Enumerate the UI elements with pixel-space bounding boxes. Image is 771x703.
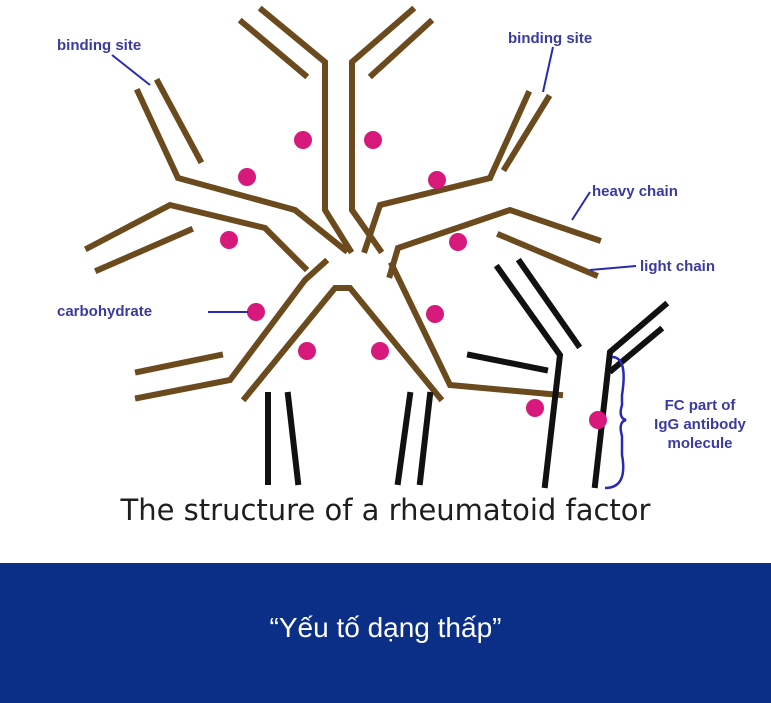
heavy-chain-top-left bbox=[257, 5, 355, 255]
light-chain-lower-left bbox=[134, 351, 224, 376]
carbohydrate-dot bbox=[371, 342, 389, 360]
label-light-chain: light chain bbox=[640, 258, 715, 275]
title-banner: “Yếu tố dạng thấp” bbox=[0, 563, 771, 703]
heavy-chain-top-right bbox=[349, 5, 417, 255]
light-chain-upper-right bbox=[500, 93, 553, 173]
label-binding-site-right: binding site bbox=[508, 30, 593, 47]
diagram-caption: The structure of a rheumatoid factor bbox=[120, 493, 651, 527]
light-chain-left bbox=[94, 226, 194, 274]
banner-title: “Yếu tố dạng thấp” bbox=[269, 612, 502, 643]
carbohydrate-dot bbox=[238, 168, 256, 186]
heavy-chain-right bbox=[386, 206, 602, 279]
leader-binding-site-right bbox=[542, 46, 554, 93]
light-chain-right bbox=[496, 231, 599, 279]
carbohydrate-dot bbox=[298, 342, 316, 360]
carbohydrate-dot bbox=[526, 399, 544, 417]
light-chain-upper-left bbox=[153, 77, 205, 165]
label-binding-site-left: binding site bbox=[57, 37, 142, 54]
rheumatoid-factor-diagram: binding site binding site heavy chain li… bbox=[57, 5, 770, 527]
carbohydrate-dot bbox=[426, 305, 444, 323]
heavy-chain-lower-right bbox=[387, 260, 564, 399]
carbohydrate-dot bbox=[220, 231, 238, 249]
heavy-chain-upper-left bbox=[134, 88, 350, 255]
igg-light-chain-left bbox=[284, 391, 302, 486]
diagram-drawing bbox=[83, 5, 670, 490]
heavy-chain-lower-left bbox=[134, 257, 330, 402]
label-heavy-chain: heavy chain bbox=[592, 183, 678, 200]
heavy-chain-left bbox=[83, 201, 310, 273]
igg-fc-light-chain-lower bbox=[466, 351, 549, 374]
label-leader-lines bbox=[111, 46, 637, 490]
carbohydrate-dot bbox=[364, 131, 382, 149]
label-fc-part-line-1: FC part of bbox=[664, 397, 736, 414]
igg-antibody-chains bbox=[265, 257, 670, 489]
igg-fc-light-chain-right bbox=[607, 325, 665, 375]
rheumatoid-factor-chains bbox=[83, 5, 602, 403]
heavy-chain-upper-right bbox=[361, 90, 532, 254]
label-fc-part: FC part of IgG antibody molecule bbox=[630, 396, 770, 453]
carbohydrate-dot bbox=[449, 233, 467, 251]
igg-fc-heavy-chain-left bbox=[493, 263, 564, 489]
igg-fc-heavy-chain-right bbox=[591, 300, 670, 489]
light-chain-top-right bbox=[367, 17, 435, 80]
carbohydrate-dot bbox=[428, 171, 446, 189]
label-fc-part-line-2: IgG antibody bbox=[654, 416, 746, 433]
leader-heavy-chain bbox=[571, 191, 591, 221]
igg-heavy-chain-middle bbox=[394, 391, 414, 486]
leader-binding-site-left bbox=[111, 54, 151, 86]
light-chain-top-left bbox=[237, 17, 310, 80]
fc-bracket bbox=[604, 355, 627, 490]
carbohydrate-markers bbox=[220, 131, 607, 429]
igg-light-chain-middle bbox=[416, 391, 434, 486]
igg-fc-light-chain-left bbox=[515, 257, 583, 350]
label-fc-part-line-3: molecule bbox=[667, 435, 733, 452]
carbohydrate-dot bbox=[247, 303, 265, 321]
carbohydrate-dot bbox=[589, 411, 607, 429]
carbohydrate-dot bbox=[294, 131, 312, 149]
label-carbohydrate: carbohydrate bbox=[57, 303, 153, 320]
heavy-chain-lower-middle bbox=[240, 285, 445, 403]
leader-light-chain bbox=[589, 265, 637, 271]
